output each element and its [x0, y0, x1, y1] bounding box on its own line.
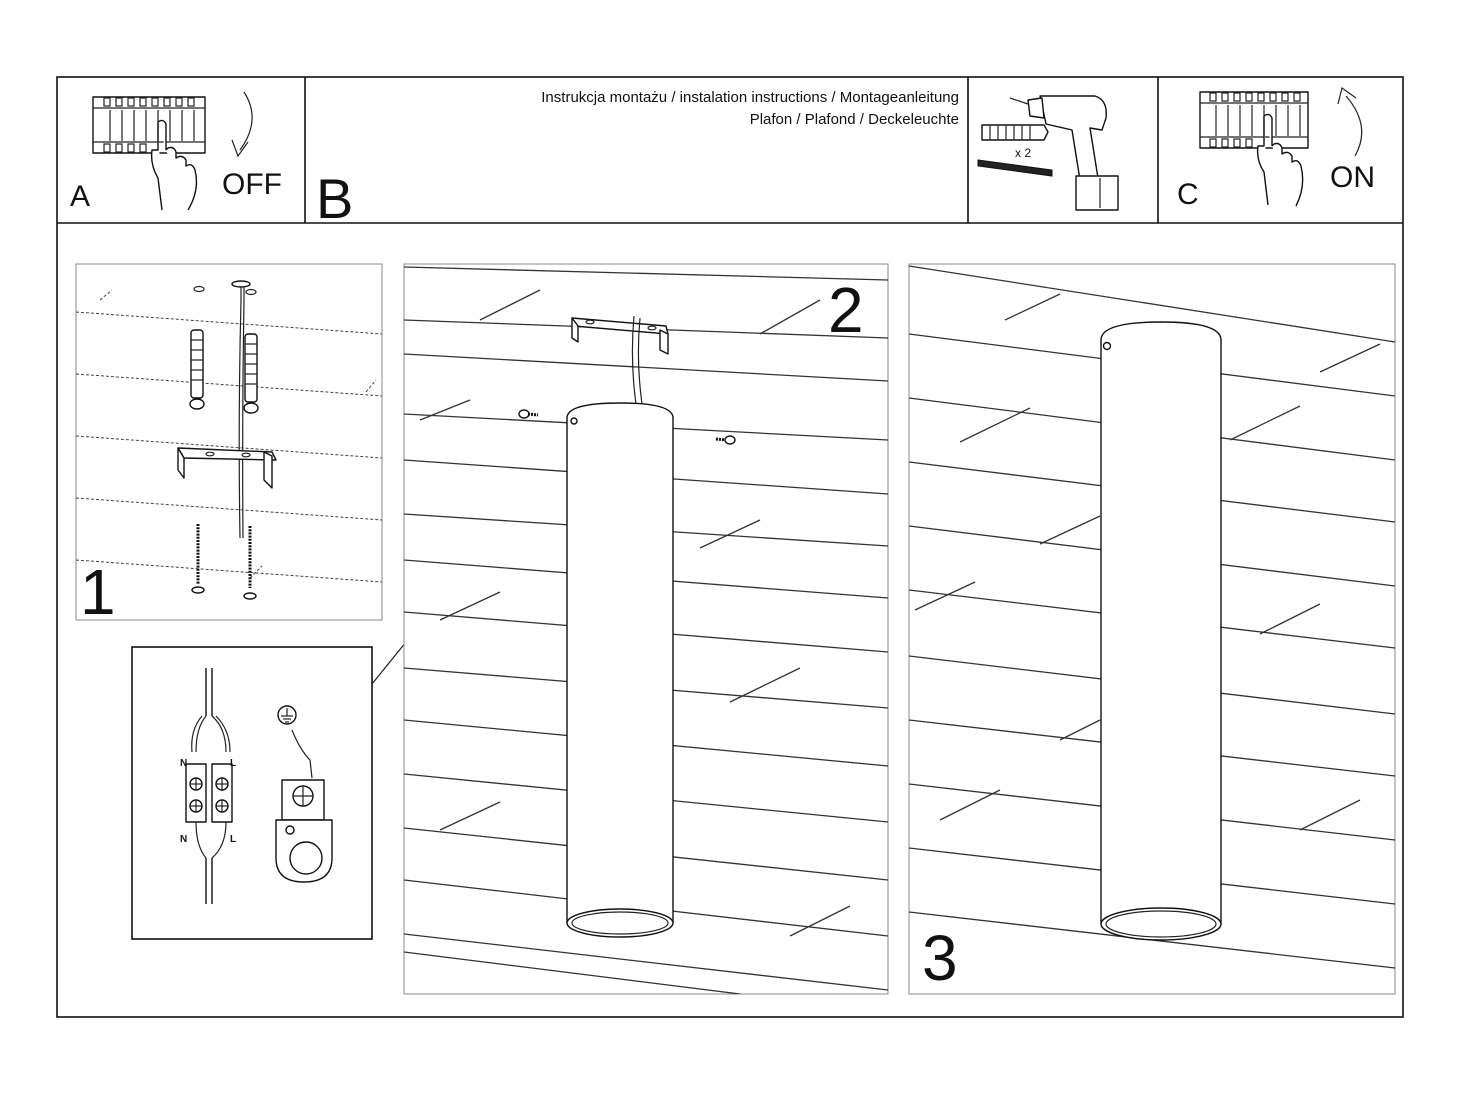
screw-icon [977, 159, 1053, 177]
wire-label-n-top: N [180, 758, 187, 769]
wall-anchor-icon [981, 124, 1049, 141]
fuse-box-on-icon [1199, 86, 1363, 207]
anchor-left-icon [189, 329, 205, 410]
fuse-box-off-icon [92, 91, 253, 211]
off-label: OFF [222, 168, 282, 201]
mounting-bracket-icon [177, 447, 277, 489]
step-3-panel: 3 [908, 263, 1396, 995]
step-3-number: 3 [922, 922, 958, 994]
lamp-cylinder-step3 [1100, 321, 1222, 941]
step-1-number: 1 [80, 556, 116, 628]
wire-label-l-bottom: L [230, 834, 236, 845]
step-2-panel: 2 [403, 263, 889, 995]
ground-terminal-icon [275, 779, 333, 883]
panel-a: A OFF [70, 77, 306, 223]
step-b-letter: B [316, 167, 353, 230]
ground-symbol-icon [277, 705, 297, 725]
screw-2-left-icon [518, 409, 539, 419]
on-label: ON [1330, 161, 1375, 194]
wire-label-l-top: L [230, 758, 236, 769]
header-title-line2: Plafon / Plafond / Deckeleuchte [750, 111, 959, 128]
quantity-label: x 2 [1015, 146, 1031, 160]
step-2-number: 2 [828, 274, 864, 346]
step-a-letter: A [70, 180, 90, 213]
tools-panel: x 2 [967, 77, 1159, 223]
anchor-right-icon [243, 333, 259, 414]
outer-frame [56, 76, 1404, 1018]
header-title-line1: Instrukcja montażu / instalation instruc… [541, 89, 959, 106]
wire-label-n-bottom: N [180, 834, 187, 845]
step-1-panel: 1 [75, 263, 383, 628]
screw-2-right-icon [715, 435, 736, 445]
lamp-cylinder-step2 [566, 402, 674, 938]
drill-icon [1009, 95, 1119, 211]
step-c-letter: C [1177, 178, 1199, 211]
screw-left-icon [191, 524, 205, 594]
terminal-block-icon [185, 763, 233, 823]
screw-right-icon [243, 526, 257, 600]
panel-c: C ON [1177, 86, 1375, 211]
ceiling-bracket-icon [571, 317, 669, 355]
